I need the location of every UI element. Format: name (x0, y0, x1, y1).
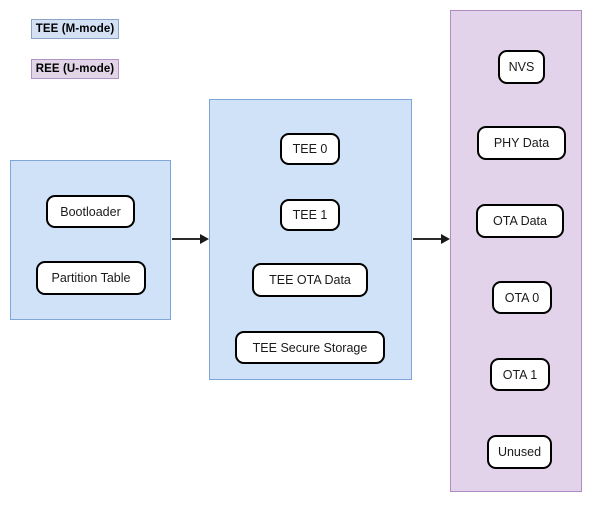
node-ota-1[interactable]: OTA 1 (490, 358, 550, 391)
node-tee-1[interactable]: TEE 1 (280, 199, 340, 231)
node-phy-data[interactable]: PHY Data (477, 126, 566, 160)
boot-region (10, 160, 171, 320)
node-tee-secure-storage[interactable]: TEE Secure Storage (235, 331, 385, 364)
connector-tee-to-ree-arrowhead (441, 234, 450, 244)
connector-boot-to-tee-line (172, 238, 203, 240)
legend-item-ree: REE (U-mode) (31, 59, 119, 79)
node-tee-ota-data[interactable]: TEE OTA Data (252, 263, 368, 297)
node-tee-0[interactable]: TEE 0 (280, 133, 340, 165)
connector-tee-to-ree-line (413, 238, 444, 240)
legend-item-tee: TEE (M-mode) (31, 19, 119, 39)
node-ota-data[interactable]: OTA Data (476, 204, 564, 238)
node-unused[interactable]: Unused (487, 435, 552, 469)
node-ota-0[interactable]: OTA 0 (492, 281, 552, 314)
ree-region (450, 10, 582, 492)
connector-boot-to-tee-arrowhead (200, 234, 209, 244)
node-partition-table[interactable]: Partition Table (36, 261, 146, 295)
node-nvs[interactable]: NVS (498, 50, 545, 84)
node-bootloader[interactable]: Bootloader (46, 195, 135, 228)
